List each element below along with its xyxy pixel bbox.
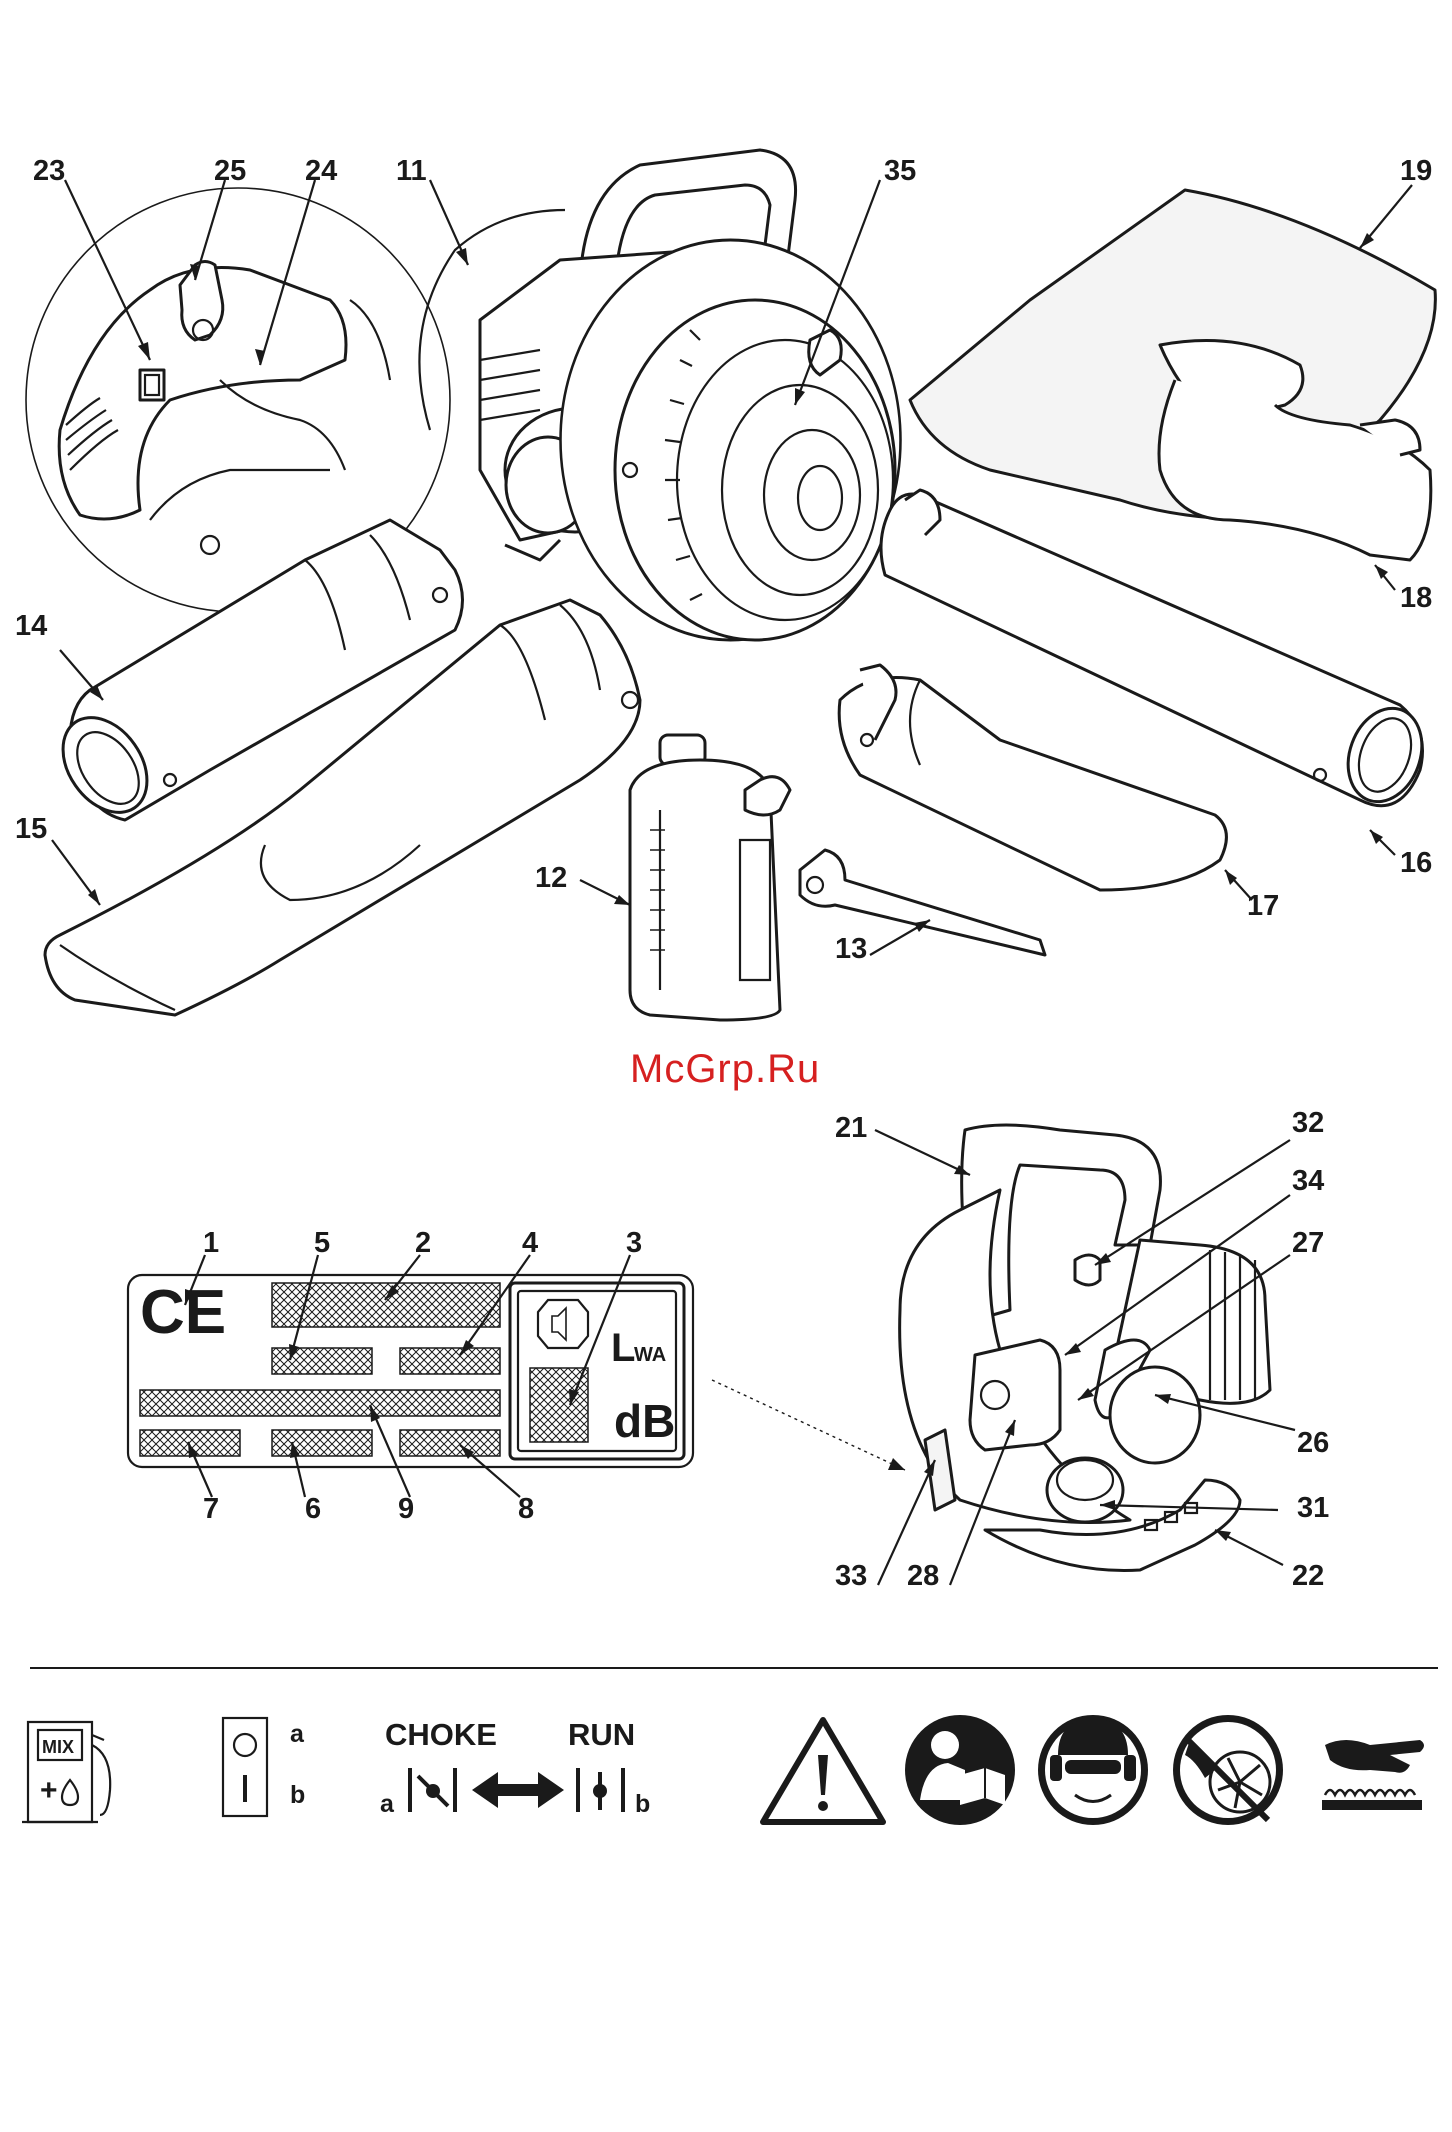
callout-4: 4	[522, 1227, 538, 1259]
callout-34: 34	[1292, 1165, 1324, 1197]
callout-32: 32	[1292, 1107, 1324, 1139]
choke-a-label: a	[380, 1790, 395, 1818]
fuel-mix-text: MIX	[42, 1737, 74, 1757]
collection-bag	[910, 190, 1435, 560]
fuel-plus-text: +	[40, 1774, 58, 1807]
callout-1: 1	[203, 1227, 219, 1259]
ear-eye-protection-icon	[1038, 1715, 1148, 1825]
callout-35: 35	[884, 155, 916, 187]
switch-a-label: a	[290, 1720, 305, 1748]
callout-27: 27	[1292, 1227, 1324, 1259]
callout-9: 9	[398, 1493, 414, 1525]
callout-8: 8	[518, 1493, 534, 1525]
callout-23: 23	[33, 155, 65, 187]
blower-rear-view	[900, 1125, 1270, 1571]
fuel-mix-icon: MIX +	[22, 1722, 110, 1822]
warning-triangle-icon	[763, 1720, 883, 1822]
callout-16: 16	[1400, 847, 1432, 879]
callout-7: 7	[203, 1493, 219, 1525]
run-label: RUN	[568, 1717, 635, 1752]
callout-3: 3	[626, 1227, 642, 1259]
blower-unit	[419, 150, 900, 640]
callout-21: 21	[835, 1112, 867, 1144]
callout-19: 19	[1400, 155, 1432, 187]
rotating-fan-hazard-icon	[1173, 1715, 1283, 1825]
fuel-mix-bottle	[630, 735, 790, 1020]
callout-5: 5	[314, 1227, 330, 1259]
callout-31: 31	[1297, 1492, 1329, 1524]
lwa-label: L	[611, 1326, 635, 1370]
callout-6: 6	[305, 1493, 321, 1525]
rating-plate: CE L WA dB	[128, 1275, 693, 1467]
callout-26: 26	[1297, 1427, 1329, 1459]
db-label: dB	[614, 1395, 675, 1447]
callout-22: 22	[1292, 1560, 1324, 1592]
label-location-leader	[712, 1380, 905, 1470]
callout-28: 28	[907, 1560, 939, 1592]
callout-2: 2	[415, 1227, 431, 1259]
callout-17: 17	[1247, 890, 1279, 922]
callout-11: 11	[396, 155, 427, 187]
callout-13: 13	[835, 933, 867, 965]
watermark-text: McGrp.Ru	[630, 1047, 820, 1091]
read-manual-icon	[905, 1715, 1015, 1825]
hot-surface-icon	[1322, 1740, 1424, 1810]
callout-12: 12	[535, 862, 567, 894]
callout-18: 18	[1400, 582, 1432, 614]
run-b-label: b	[635, 1790, 650, 1818]
callout-15: 15	[15, 813, 47, 845]
callout-25: 25	[214, 155, 246, 187]
choke-run-icon: CHOKE RUN a b	[380, 1717, 650, 1818]
lwa-subscript: WA	[634, 1344, 666, 1366]
switch-b-label: b	[290, 1781, 305, 1809]
callout-14: 14	[15, 610, 47, 642]
callout-33: 33	[835, 1560, 867, 1592]
callout-24: 24	[305, 155, 337, 187]
ce-mark: CE	[140, 1278, 226, 1347]
choke-label: CHOKE	[385, 1717, 497, 1752]
on-off-switch-icon: a b	[223, 1718, 305, 1816]
